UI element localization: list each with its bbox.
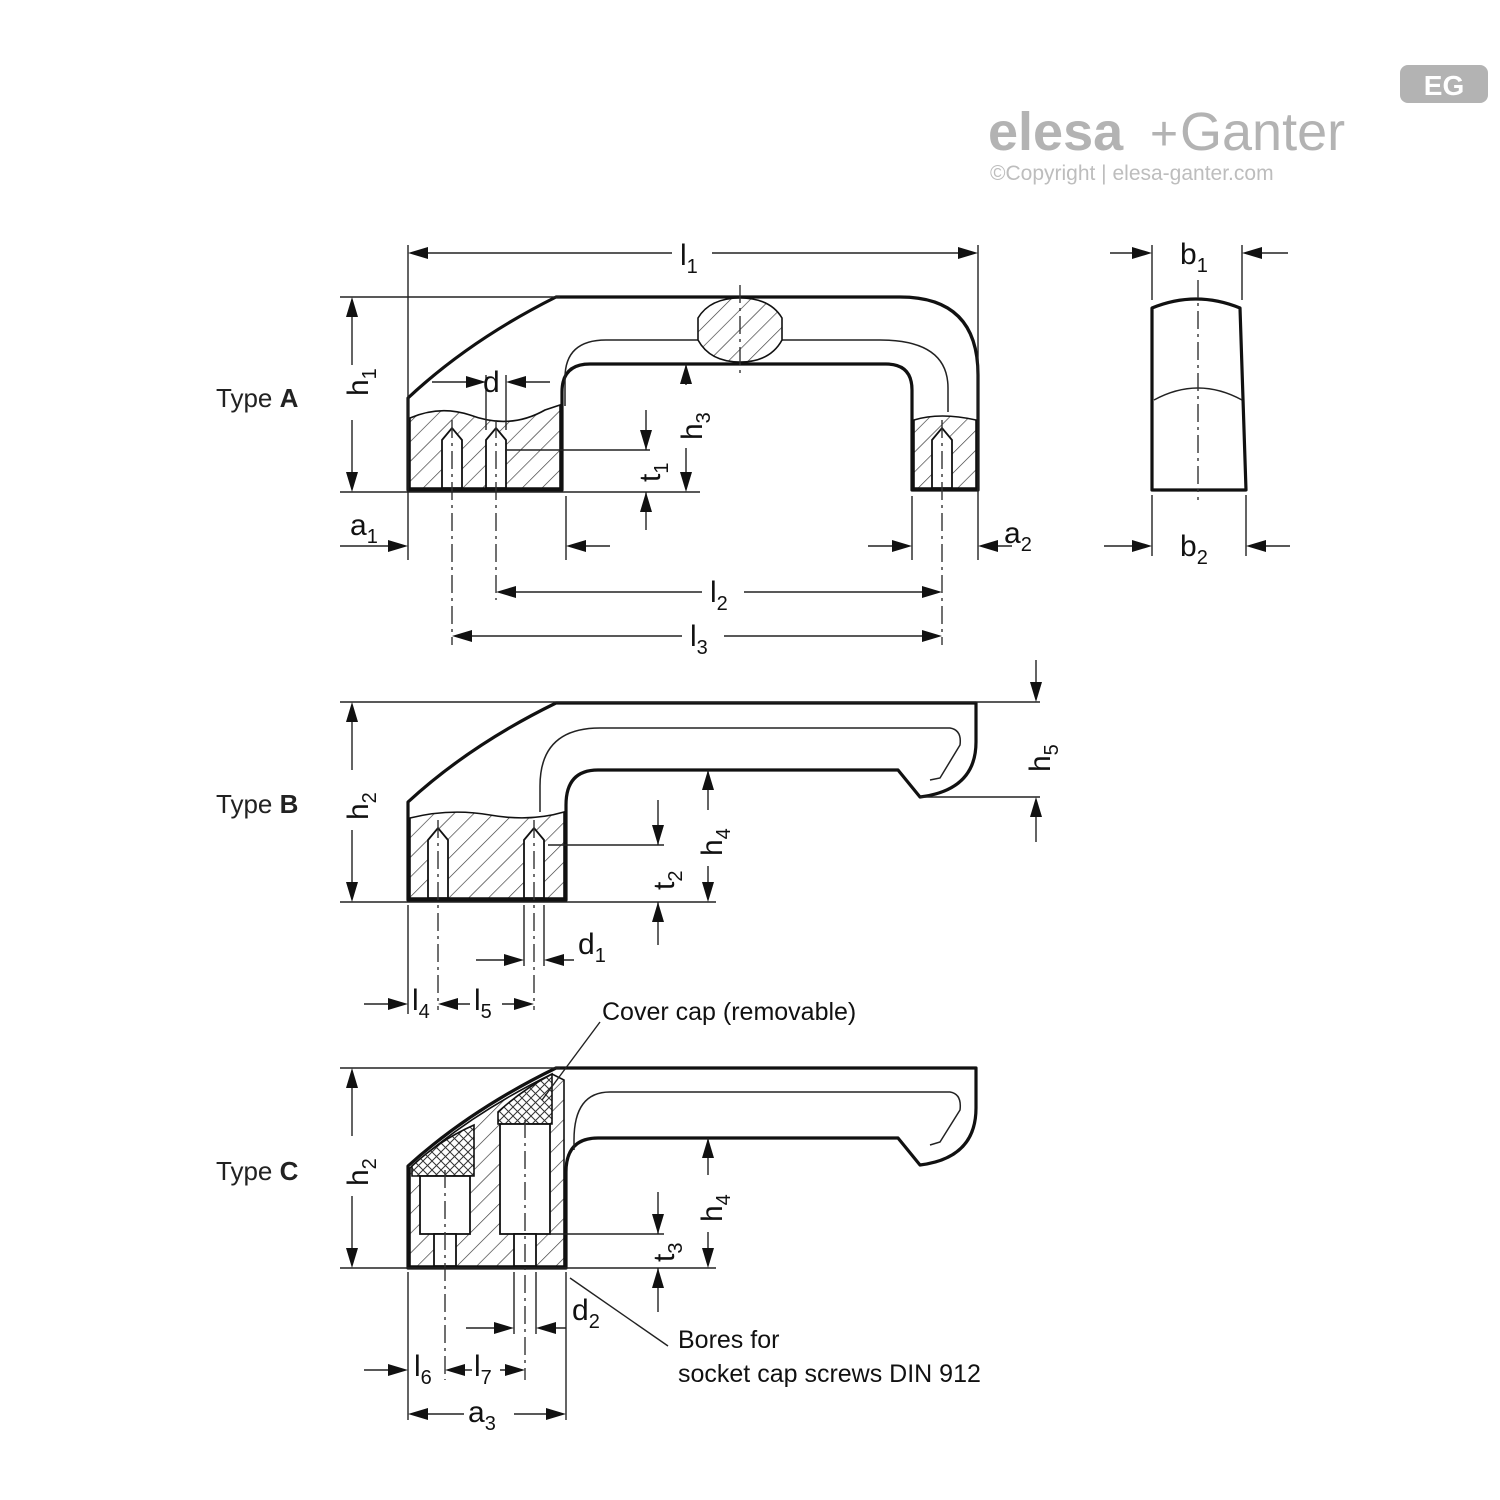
type-b-label: Type B <box>216 789 298 819</box>
dim-l5: l5 <box>474 984 492 1023</box>
dim-l6: l6 <box>414 1350 432 1389</box>
dim-l7: l7 <box>474 1350 492 1389</box>
bores-note-line2: socket cap screws DIN 912 <box>678 1360 981 1388</box>
type-a-side-view <box>1150 280 1248 500</box>
dim-b2: b2 <box>1180 530 1208 569</box>
brand-plus: + <box>1150 108 1178 161</box>
dim-d1: d1 <box>578 928 606 967</box>
dim-d: d <box>483 366 500 399</box>
dim-h2-type-c: h2 <box>342 1158 381 1186</box>
eg-logo-icon: EG <box>1400 65 1488 103</box>
dim-b1: b1 <box>1180 238 1208 277</box>
brand-name-left: elesa <box>988 102 1124 162</box>
dim-d2: d2 <box>572 1294 600 1333</box>
dim-t1: t1 <box>634 463 673 482</box>
dim-l1: l1 <box>680 239 698 278</box>
dim-h1: h1 <box>342 368 381 396</box>
dim-a3: a3 <box>468 1396 496 1435</box>
type-c-dimensions <box>340 1021 716 1420</box>
type-b-handle <box>406 701 978 1010</box>
dim-h3: h3 <box>676 412 715 440</box>
type-a-handle <box>406 285 980 645</box>
type-a-label: Type A <box>216 383 299 413</box>
type-c-handle <box>406 1066 978 1380</box>
dim-h5: h5 <box>1024 744 1063 772</box>
eg-logo-text: EG <box>1424 70 1464 101</box>
dim-a2: a2 <box>1004 517 1032 556</box>
bores-note-line1: Bores for <box>678 1326 779 1354</box>
dim-h4-type-c: h4 <box>696 1194 735 1222</box>
dim-t3: t3 <box>648 1243 687 1262</box>
dim-l2: l2 <box>710 576 728 615</box>
dim-l4: l4 <box>412 984 430 1023</box>
copyright-text: ©Copyright | elesa-ganter.com <box>990 162 1274 185</box>
brand-name-right: Ganter <box>1180 102 1345 162</box>
dim-h4-type-b: h4 <box>696 828 735 856</box>
type-a-dimensions <box>340 245 1290 642</box>
brand-logo: elesa + Ganter ©Copyright | elesa-ganter… <box>988 65 1488 185</box>
cover-cap-note: Cover cap (removable) <box>602 998 856 1026</box>
dim-t2: t2 <box>648 871 687 890</box>
type-c-label: Type C <box>216 1156 299 1186</box>
dim-l3: l3 <box>690 620 708 659</box>
dim-h2-type-b: h2 <box>342 792 381 820</box>
type-b-dimensions <box>340 660 1042 1014</box>
dim-a1: a1 <box>350 509 378 548</box>
